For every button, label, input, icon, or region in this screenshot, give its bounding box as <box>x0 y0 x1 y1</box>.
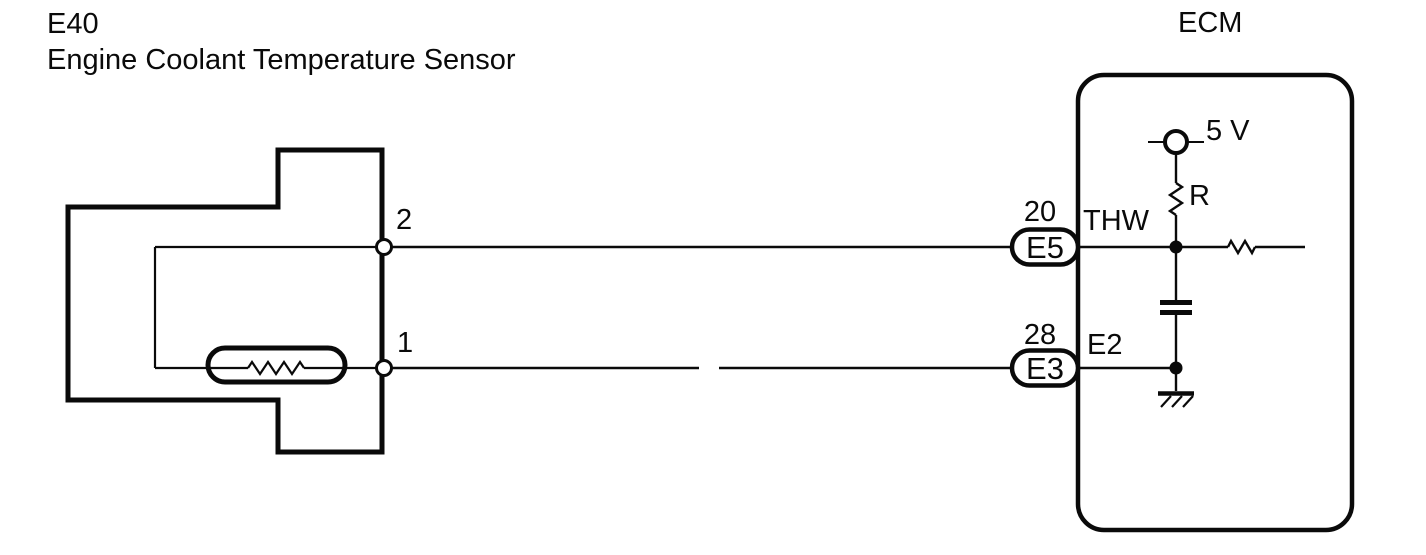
connector-e5-pill <box>1009 227 1081 267</box>
junction-dot-thw <box>1169 240 1183 254</box>
thermistor-resistor-zigzag <box>247 360 305 376</box>
sensor-housing-outline <box>65 147 385 455</box>
sensor-pin-1-label: 1 <box>397 327 413 359</box>
ecm-box <box>1075 72 1355 533</box>
terminal-28-label: 28 <box>1024 319 1056 351</box>
connector-e3-pill <box>1009 348 1081 388</box>
sensor-pin-2-terminal <box>375 238 393 256</box>
series-resistor-symbol <box>1226 238 1257 256</box>
signal-thw-label: THW <box>1083 205 1150 237</box>
capacitor-symbol <box>1160 300 1192 315</box>
power-supply-symbol <box>1163 129 1189 155</box>
thermistor-symbol <box>205 345 348 385</box>
ecm-internal-circuit <box>1078 153 1305 391</box>
sensor-code-label: E40 <box>47 8 99 40</box>
supply-voltage-label: 5 V <box>1206 115 1250 147</box>
ecm-title: ECM <box>1178 7 1242 39</box>
resistor-r-label: R <box>1189 180 1210 212</box>
terminal-20-label: 20 <box>1024 196 1056 228</box>
connector-e3-label: E3 <box>1026 351 1064 386</box>
ground-symbol <box>1158 391 1194 408</box>
signal-e2-label: E2 <box>1087 329 1122 361</box>
sensor-name-label: Engine Coolant Temperature Sensor <box>47 44 516 76</box>
sensor-pin-2-label: 2 <box>396 204 412 236</box>
sensor-pin-1-terminal <box>375 359 393 377</box>
sensor-internal-wiring <box>153 245 377 376</box>
junction-dot-e2 <box>1169 361 1183 375</box>
pullup-resistor-symbol <box>1167 182 1185 216</box>
connector-e5-label: E5 <box>1026 230 1064 265</box>
